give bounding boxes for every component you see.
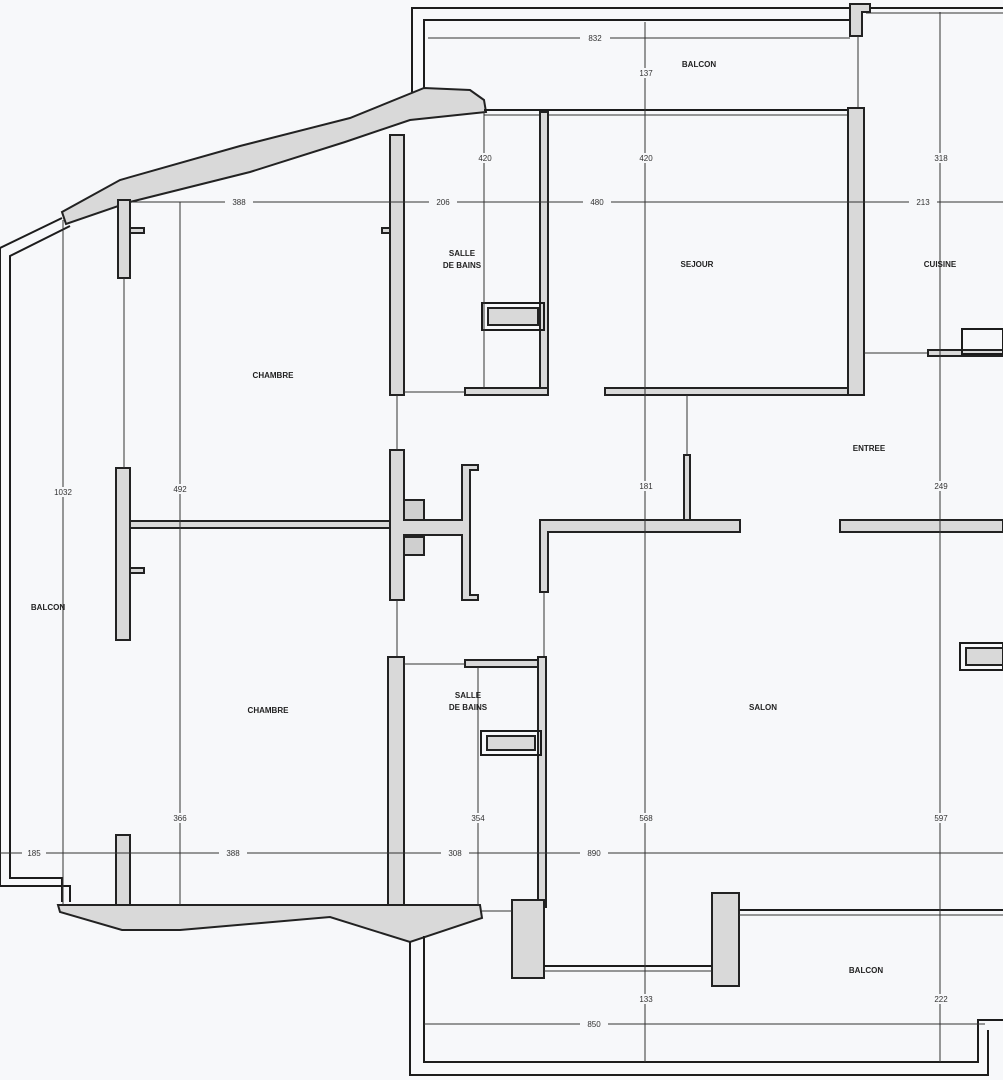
dim-label: 133 [639,995,653,1004]
dimension-lines [0,12,1003,1062]
room-sdb-bottom-line1: SALLE [455,691,482,700]
dim-label: 832 [588,34,602,43]
room-balcon-left: BALCON [31,603,65,612]
dim-label: 1032 [54,488,72,497]
dimension-labels: 832 137 420 420 318 388 206 480 213 1032… [22,33,949,1029]
room-chambre-top: CHAMBRE [253,371,295,380]
room-chambre-bottom: CHAMBRE [248,706,290,715]
dim-label: 308 [448,849,462,858]
room-cuisine: CUISINE [924,260,957,269]
dim-label: 388 [232,198,246,207]
dim-label: 492 [173,485,187,494]
dim-label: 597 [934,814,948,823]
dim-label: 137 [639,69,653,78]
room-balcon-bottom: BALCON [849,966,883,975]
balcony-bottom-outline [409,892,1003,1076]
dim-label: 354 [471,814,485,823]
dim-label: 420 [639,154,653,163]
dim-label: 181 [639,482,653,491]
balcony-left-outline [0,217,71,902]
balcony-top-outline [411,3,1003,108]
dim-label: 420 [478,154,492,163]
room-sdb-bottom-line2: DE BAINS [449,703,488,712]
wall-bottom-slanted [56,904,484,944]
dim-label: 185 [27,849,41,858]
room-sdb-top-line2: DE BAINS [443,261,482,270]
dim-label: 213 [916,198,930,207]
fixtures [480,302,1003,756]
dim-label: 222 [934,995,948,1004]
dim-label: 890 [587,849,601,858]
dim-label: 366 [173,814,187,823]
dim-label: 249 [934,482,948,491]
dim-label: 388 [226,849,240,858]
room-entree: ENTREE [853,444,886,453]
room-sdb-top-line1: SALLE [449,249,476,258]
room-balcon-top: BALCON [682,60,716,69]
dim-label: 480 [590,198,604,207]
dim-label: 318 [934,154,948,163]
room-sejour: SEJOUR [681,260,714,269]
dim-label: 850 [587,1020,601,1029]
walls [115,107,1003,908]
wall-top-slanted [60,86,488,226]
dim-label: 568 [639,814,653,823]
room-salon: SALON [749,703,777,712]
dim-label: 206 [436,198,450,207]
room-labels: BALCON SALLE DE BAINS SEJOUR CUISINE CHA… [31,60,957,975]
